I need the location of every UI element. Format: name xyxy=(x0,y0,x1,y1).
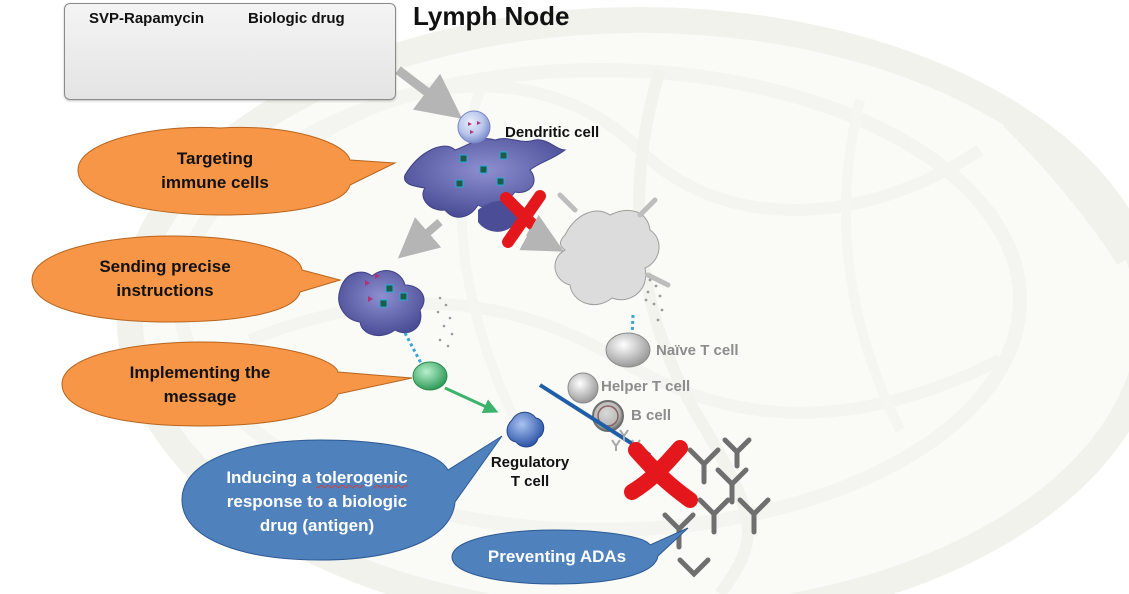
green-arrow xyxy=(444,386,499,414)
callout-targeting: Targeting immune cells xyxy=(90,140,340,202)
callout-preventing: Preventing ADAs xyxy=(487,547,627,566)
callout-inducing-line1: Inducing a tolerogenic xyxy=(226,466,407,490)
callout-targeting-line2: immune cells xyxy=(161,173,269,192)
callout-inducing-shape xyxy=(181,435,503,561)
naive-t-cell-label: Naïve T cell xyxy=(656,342,739,359)
callout-inducing-line1-pre: Inducing a xyxy=(226,468,317,487)
legend-box xyxy=(64,3,396,100)
callout-sending-line1: Sending precise xyxy=(99,257,231,276)
callout-inducing: Inducing a tolerogenic response to a bio… xyxy=(192,458,442,546)
grey-dendritic-cell-icon xyxy=(554,192,671,322)
callout-sending-shape xyxy=(31,235,342,323)
callout-sending-line2: instructions xyxy=(116,281,214,300)
callout-inducing-line2: response to a biologic xyxy=(226,492,408,511)
red-cross-adas xyxy=(624,440,698,508)
activated-t-cell-icon xyxy=(412,361,448,391)
callout-targeting-line1: Targeting xyxy=(176,149,254,168)
callout-sending: Sending precise instructions xyxy=(40,248,290,310)
helper-t-cell-icon xyxy=(567,372,599,404)
callout-inducing-line1-wavy: tolerogenic xyxy=(316,468,408,487)
dc-to-green-link xyxy=(403,332,424,366)
callout-targeting-shape xyxy=(77,126,397,216)
legend-svp-label: SVP-Rapamycin xyxy=(89,10,205,27)
regulatory-t-cell-icon xyxy=(506,411,545,448)
callout-preventing-shape xyxy=(451,527,689,585)
regulatory-t-cell-label: Regulatory T cell xyxy=(468,453,592,491)
instructing-dendritic-cell-icon xyxy=(338,270,454,348)
regulatory-label-line2: T cell xyxy=(510,473,550,490)
callout-implementing-shape xyxy=(61,341,413,427)
arrow-to-grey-dc xyxy=(519,214,565,252)
legend-arrow xyxy=(395,66,463,119)
callout-implementing-line1: Implementing the xyxy=(129,363,271,382)
dendritic-cell-icon xyxy=(403,110,567,218)
dendritic-cell-label: Dendritic cell xyxy=(505,124,600,141)
arrow-to-lower-dc xyxy=(397,217,443,259)
naive-t-cell-icon xyxy=(605,332,651,368)
regulatory-label-line1: Regulatory xyxy=(490,454,570,471)
legend-drug-label: Biologic drug xyxy=(248,10,345,27)
b-cell-label: B cell xyxy=(631,407,672,424)
callout-inducing-line3: drug (antigen) xyxy=(259,516,375,535)
callout-implementing: Implementing the message xyxy=(70,354,330,416)
page-title: Lymph Node xyxy=(413,1,570,31)
helper-t-cell-label: Helper T cell xyxy=(601,378,691,395)
callout-implementing-line2: message xyxy=(163,387,237,406)
